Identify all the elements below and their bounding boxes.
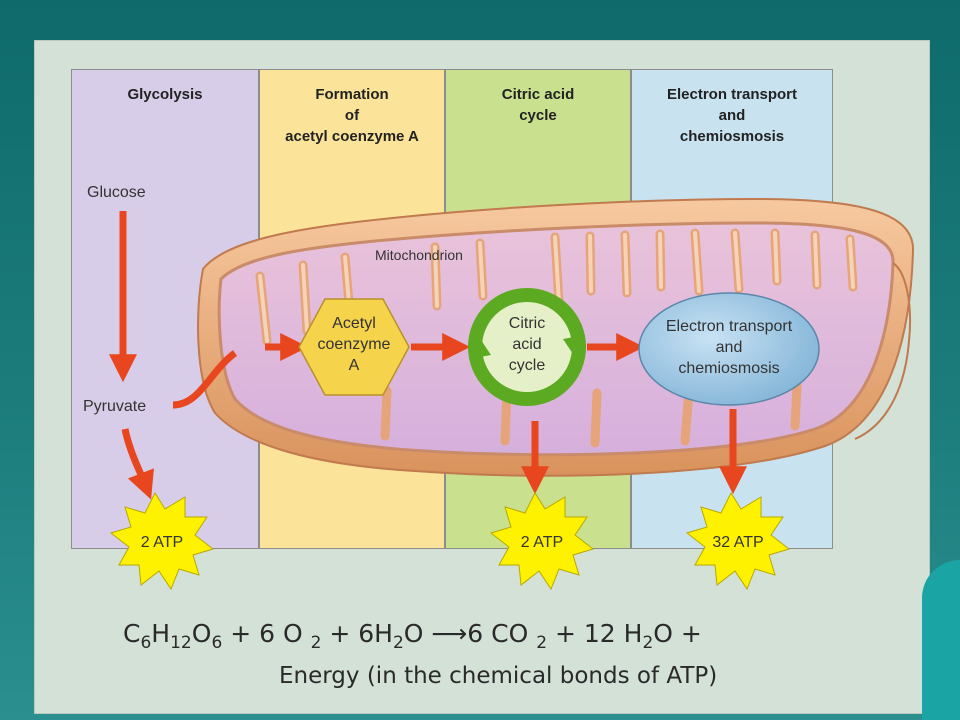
atp-starburst-citric	[489, 491, 595, 591]
eq-c-sub: 6	[140, 633, 152, 653]
diagram-panel: Glycolysis Formation of acetyl coenzyme …	[34, 40, 930, 714]
atp-starburst-glycolysis	[109, 491, 215, 591]
etc-label-line3: chemiosmosis	[678, 360, 779, 377]
acetyl-label-line3: A	[349, 357, 360, 374]
citric-label-line2: acid	[512, 336, 541, 353]
equation-line1: C6H12O6 + 6 O 2 + 6H2O ⟶6 CO 2 + 12 H2O …	[123, 619, 702, 653]
citric-label-line1: Citric	[509, 315, 545, 332]
atp-label-citric: 2 ATP	[521, 534, 563, 551]
eq-h2o-sub: 2	[392, 633, 404, 653]
atp-label-glycolysis: 2 ATP	[141, 534, 183, 551]
citric-acid-cycle-ring	[468, 288, 586, 406]
eq-o: O	[191, 619, 212, 648]
eq-h-sub: 12	[170, 633, 192, 653]
acetyl-label-line2: coenzyme	[318, 336, 391, 353]
stage-heading-electron-transport: Electron transport and chemiosmosis	[666, 86, 798, 145]
electron-transport-oval	[638, 292, 820, 406]
atp-label-etc: 32 ATP	[712, 534, 763, 551]
acetyl-label-line1: Acetyl	[332, 315, 376, 332]
eq-o2-sub: 2	[310, 633, 322, 653]
atp-starburst-etc	[685, 491, 791, 591]
eq-h2o2-sub: 2	[642, 633, 654, 653]
pyruvate-to-mito-arrow	[172, 350, 238, 409]
diagram-drawing: Mitochondrion Glucose Pyruvate Acetyl co…	[83, 184, 915, 591]
eq-plus2: + 6H	[321, 619, 393, 648]
etc-label-line2: and	[716, 339, 743, 356]
pyruvate-to-atp-arrow	[121, 428, 154, 500]
acetyl-coa-hexagon	[298, 298, 410, 396]
eq-arrow: O ⟶6 CO	[403, 619, 537, 648]
stage-heading-glycolysis: Glycolysis	[127, 86, 203, 103]
eq-h: H	[151, 619, 171, 648]
glucose-label: Glucose	[87, 184, 146, 201]
pyruvate-label: Pyruvate	[83, 398, 146, 415]
citric-label-line3: cycle	[509, 357, 546, 374]
eq-plus1: + 6 O	[222, 619, 311, 648]
equation-line2: Energy (in the chemical bonds of ATP)	[279, 663, 718, 689]
eq-plus3: + 12 H	[547, 619, 643, 648]
eq-co2-sub: 2	[536, 633, 548, 653]
eq-o-sub: 6	[211, 633, 223, 653]
etc-label-line1: Electron transport	[666, 318, 793, 335]
eq-c: C	[123, 619, 141, 648]
mitochondrion-label: Mitochondrion	[375, 247, 463, 263]
eq-tail: O +	[653, 619, 702, 648]
decorative-corner-tab	[922, 560, 960, 720]
stage-heading-citric-acid: Citric acid cycle	[501, 86, 575, 124]
stage-heading-acetyl-coa: Formation of acetyl coenzyme A	[285, 86, 419, 145]
